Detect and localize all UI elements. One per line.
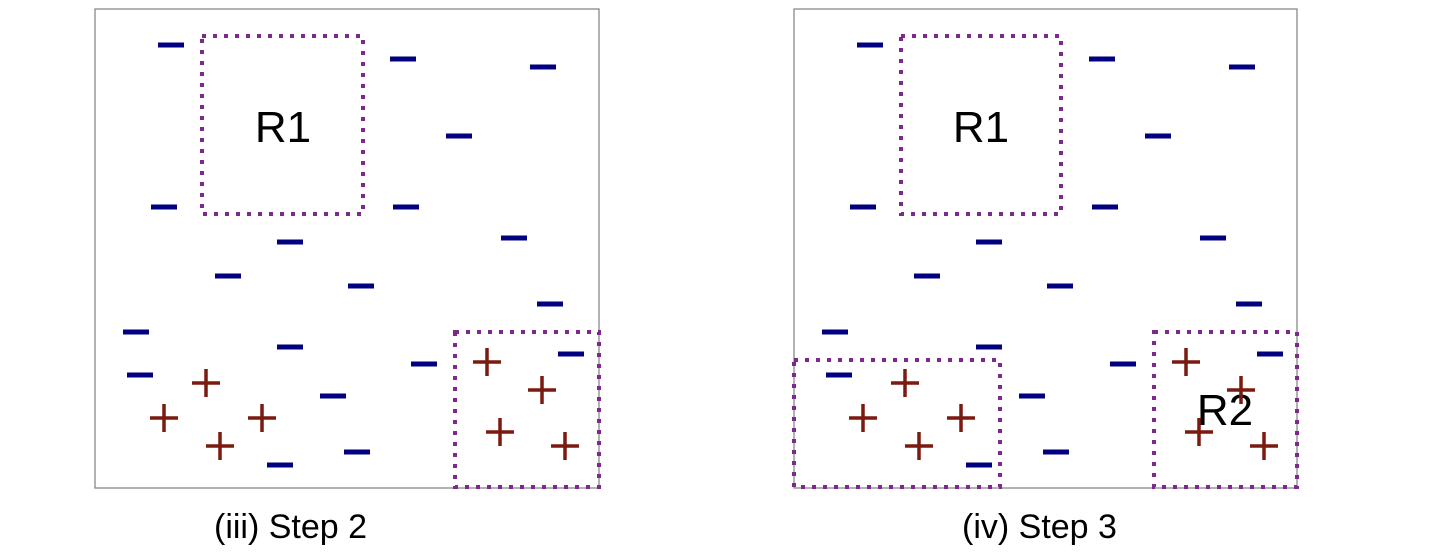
panel-iii-negative-marker (393, 204, 419, 210)
panel-iv-negative-marker (1145, 133, 1171, 139)
panel-iv-positive-marker (905, 432, 933, 460)
panel-iii-caption: (iii) Step 2 (214, 508, 368, 546)
panel-iii-positive-marker (473, 348, 501, 376)
markers (123, 42, 1283, 468)
panel-iv-negative-marker (1092, 204, 1118, 210)
panel-iii-positive-marker (192, 369, 220, 397)
panel-iv-negative-marker (857, 42, 883, 48)
panel-iv-positive-marker (1250, 432, 1278, 460)
panel-iv-negative-marker (966, 462, 992, 468)
panel-iii-negative-marker (411, 361, 437, 367)
panel-iii-negative-marker (390, 56, 416, 62)
panel-iii-negative-marker (151, 204, 177, 210)
panel-iii-region-r1 (200, 34, 365, 216)
panel-iii-positive-marker (206, 432, 234, 460)
panel-iv-positive-marker (1172, 348, 1200, 376)
panel-iv-positive-marker (1227, 376, 1255, 404)
panel-iii-negative-marker (446, 133, 472, 139)
panel-iv-negative-marker (1047, 283, 1073, 289)
panel-iv-region-r1-label: R1 (953, 103, 1009, 152)
panel-iii-region-r1-label: R1 (255, 103, 311, 152)
panel-iii-negative-marker (267, 462, 293, 468)
panel-iv-positive-marker (849, 404, 877, 432)
panel-iii-negative-marker (127, 372, 153, 378)
panel-iv-negative-marker (1043, 449, 1069, 455)
panel-iii-positive-marker (528, 376, 556, 404)
panel-iv-negative-marker (1110, 361, 1136, 367)
panel-iii-positive-marker (150, 404, 178, 432)
panel-iv-positive-marker (947, 404, 975, 432)
panel-iii-negative-marker (344, 449, 370, 455)
panel-iii-negative-marker (277, 344, 303, 350)
panel-iii-negative-marker (501, 235, 527, 241)
panel-iii-negative-marker (537, 301, 563, 307)
panel-iii-frame (94, 8, 600, 489)
panel-iv-region-r2 (1152, 330, 1299, 489)
panel-iv-region-r2-label: R2 (1197, 386, 1253, 435)
panel-iv-negative-marker (1200, 235, 1226, 241)
panel-iv-negative-marker (1089, 56, 1115, 62)
panel-iii-positive-marker (551, 432, 579, 460)
panel-iv-negative-marker (822, 329, 848, 335)
panel-iii-negative-marker (158, 42, 184, 48)
panel-iv-negative-marker (976, 344, 1002, 350)
panel-iv-positive-marker (1185, 418, 1213, 446)
panel-iii-positive-marker (248, 404, 276, 432)
panel-iv-negative-marker (850, 204, 876, 210)
panel-iv-negative-marker (1019, 393, 1045, 399)
panel-iv-region-bottom-left (792, 358, 1002, 489)
panel-iii-negative-marker (123, 329, 149, 335)
panel-iv-frame (793, 8, 1298, 489)
panel-iii-negative-marker (558, 351, 584, 357)
panel-iv-caption: (iv) Step 3 (962, 508, 1117, 546)
panel-iii-positive-marker (486, 418, 514, 446)
panel-iii-negative-marker (348, 283, 374, 289)
panel-iii-negative-marker (215, 273, 241, 279)
panel-iii-negative-marker (277, 239, 303, 245)
panel-iv-negative-marker (976, 239, 1002, 245)
panel-iv-positive-marker (891, 369, 919, 397)
panel-iv-negative-marker (1257, 351, 1283, 357)
panel-iii-region-bottom-right (453, 330, 601, 489)
panel-iv-region-r1 (899, 34, 1063, 216)
panel-iv-negative-marker (1236, 301, 1262, 307)
panel-iii-negative-marker (530, 64, 556, 70)
panel-iv-negative-marker (1229, 64, 1255, 70)
panel-iii-negative-marker (320, 393, 346, 399)
panel-iv-negative-marker (914, 273, 940, 279)
panel-iv-negative-marker (826, 372, 852, 378)
